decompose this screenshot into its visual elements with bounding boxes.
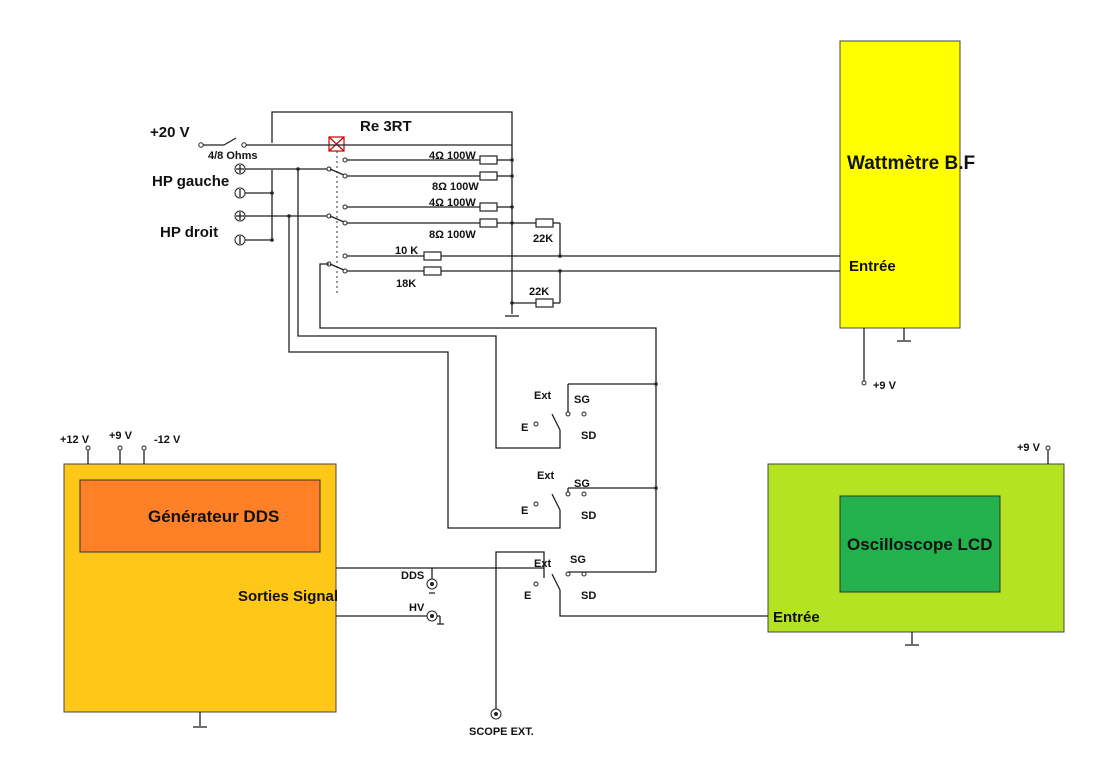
resistor-r2-label: 8Ω 100W — [432, 181, 479, 193]
switch-2-sg-label: SG — [574, 478, 590, 490]
resistor-r3-label: 4Ω 100W — [429, 197, 476, 209]
resistor-22k-a-label: 22K — [533, 233, 553, 245]
resistor-18k-label: 18K — [396, 278, 416, 290]
generator-title: Générateur DDS — [148, 507, 279, 526]
switch-3-sd-label: SD — [581, 590, 596, 602]
hp-right-label: HP droit — [160, 224, 218, 241]
supply-pins — [85, 328, 1051, 728]
hp-right-terminals — [234, 210, 327, 246]
generator-outputs-label: Sorties Signal — [238, 588, 338, 605]
resistor-r1-label: 4Ω 100W — [429, 150, 476, 162]
switch-2-e-label: E — [521, 505, 528, 517]
resistor-r4-label: 8Ω 100W — [429, 229, 476, 241]
supply-12p-label: +12 V — [60, 434, 90, 446]
switch-2-contacts — [533, 488, 587, 511]
switch-1-sd-label: SD — [581, 430, 596, 442]
wattmeter-supply-label: +9 V — [873, 380, 897, 392]
generator-inner-panel — [79, 479, 321, 553]
relay-label: Re 3RT — [360, 118, 412, 135]
oscilloscope-title: Oscilloscope LCD — [847, 535, 992, 554]
wattmeter-input-label: Entrée — [849, 258, 896, 275]
wattmeter-block — [839, 40, 961, 329]
relay-contacts — [326, 157, 348, 274]
wattmeter-title: Wattmètre B.F — [847, 153, 975, 174]
supply-12n-label: -12 V — [154, 434, 181, 446]
relay-box — [271, 111, 513, 314]
switch-1-sg-label: SG — [574, 394, 590, 406]
hp-left-label: HP gauche — [152, 173, 229, 190]
switch-3-ext-label: Ext — [534, 558, 551, 570]
divider-network — [347, 251, 840, 317]
supply-9-label: +9 V — [109, 430, 133, 442]
plus20v-label: +20 V — [150, 124, 190, 141]
resistor-22k-b-label: 22K — [529, 286, 549, 298]
switch-3-e-label: E — [524, 590, 531, 602]
oscilloscope-screen — [839, 495, 1001, 593]
hv-output-label: HV — [409, 602, 425, 614]
switch-1-e-label: E — [521, 422, 528, 434]
oscilloscope-supply-label: +9 V — [1017, 442, 1041, 454]
load-resistor-lines — [347, 155, 562, 258]
generator-outputs — [336, 567, 544, 720]
oscilloscope-input-label: Entrée — [773, 609, 820, 626]
signal-routing — [288, 169, 658, 573]
resistor-10k-label: 10 K — [395, 245, 418, 257]
hp-left-terminals — [234, 163, 327, 199]
switch-2-ext-label: Ext — [537, 470, 554, 482]
switch-3-sg-label: SG — [570, 554, 586, 566]
switch-1-contacts — [533, 384, 587, 431]
switch-2-sd-label: SD — [581, 510, 596, 522]
power-supply-line — [198, 137, 512, 148]
switch-3-contacts — [495, 551, 768, 712]
ohm-switch-label: 4/8 Ohms — [208, 150, 258, 162]
scope-ext-label: SCOPE EXT. — [469, 726, 534, 738]
dds-output-label: DDS — [401, 570, 424, 582]
switch-1-ext-label: Ext — [534, 390, 551, 402]
